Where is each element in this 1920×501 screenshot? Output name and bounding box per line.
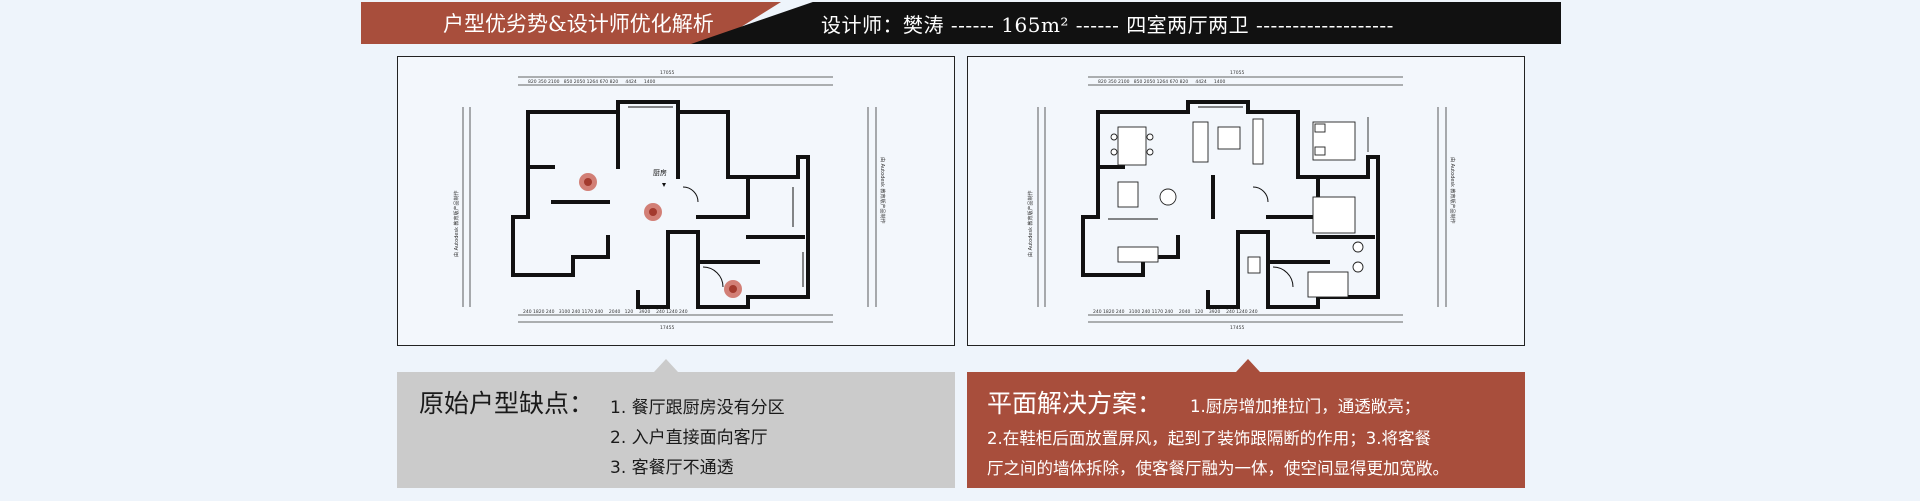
separator: -------------------	[1249, 13, 1394, 37]
header-right-block	[691, 2, 1561, 44]
dimension-bottom: 17455	[1230, 325, 1244, 331]
separator: ------	[1068, 13, 1127, 37]
defect-item: 1. 餐厅跟厨房没有分区	[610, 398, 785, 418]
problem-markers	[579, 173, 742, 298]
svg-text:由 Autodesk 教育版产品制作: 由 Autodesk 教育版产品制作	[879, 157, 886, 224]
autodesk-stamp: 由 Autodesk 教育版产品制作	[453, 190, 460, 257]
original-defects-title: 原始户型缺点：	[419, 389, 595, 418]
svg-text:240 1820 240 3100 240 1170 2: 240 1820 240 3100 240 1170 240 2040 120 …	[523, 309, 688, 315]
dimension-bottom: 17455	[660, 325, 674, 331]
solution-item: 2.在鞋柜后面放置屏风，起到了装饰跟隔断的作用；3.将客餐	[987, 429, 1431, 448]
svg-text:820 350 2100 850 2050 1264 6: 820 350 2100 850 2050 1264 670 820 4424 …	[1098, 79, 1226, 85]
optimized-floor-plan: 17055 17455 820 350 2100 850 2050 1264 6…	[967, 56, 1525, 346]
svg-text:由 Autodesk 教育版产品制作: 由 Autodesk 教育版产品制作	[1449, 157, 1456, 224]
callout-pointer	[654, 359, 678, 372]
separator: ------	[944, 13, 1002, 37]
header-title: 户型优劣势&设计师优化解析	[443, 12, 714, 36]
solution-item: 1.厨房增加推拉门，通透敞亮；	[1190, 397, 1421, 416]
solution-box: 平面解决方案： 1.厨房增加推拉门，通透敞亮； 2.在鞋柜后面放置屏风，起到了装…	[967, 359, 1525, 488]
defect-item: 3. 客餐厅不通透	[610, 458, 734, 478]
original-defects-box: 原始户型缺点： 1. 餐厅跟厨房没有分区 2. 入户直接面向客厅 3. 客餐厅不…	[397, 359, 955, 488]
dimension-top: 17055	[660, 70, 674, 76]
optimized-plan-drawing: 17055 17455 820 350 2100 850 2050 1264 6…	[1027, 70, 1456, 331]
solution-item: 厅之间的墙体拆除，使客餐厅融为一体，使空间显得更加宽敞。	[987, 459, 1449, 478]
svg-text:240 1820 240 3100 240 1170 2: 240 1820 240 3100 240 1170 240 2040 120 …	[1093, 309, 1258, 315]
autodesk-stamp: 由 Autodesk 教育版产品制作	[1027, 190, 1034, 257]
solution-title: 平面解决方案：	[987, 389, 1163, 418]
header-left-block	[361, 2, 781, 44]
original-floor-plan: 17055 17455 820 350 2100 850 2050 1264 6…	[397, 56, 955, 346]
layout-type: 四室两厅两卫	[1126, 13, 1250, 37]
callout-pointer	[1236, 359, 1260, 372]
room-label-kitchen: 厨房	[653, 168, 667, 177]
header-designer-info: 设计师：樊涛 ------ 165m² ------ 四室两厅两卫 ------…	[821, 9, 1394, 38]
header-banner: 户型优劣势&设计师优化解析 设计师：樊涛 ------ 165m² ------…	[361, 2, 1561, 44]
furniture-layout	[1110, 117, 1369, 298]
original-plan-drawing: 17055 17455 820 350 2100 850 2050 1264 6…	[453, 70, 886, 331]
defect-item: 2. 入户直接面向客厅	[610, 428, 768, 448]
svg-text:820 350 2100 850 2050 1264 6: 820 350 2100 850 2050 1264 670 820 4424 …	[528, 79, 656, 85]
designer-label: 设计师：樊涛	[821, 13, 944, 37]
dimension-top: 17055	[1230, 70, 1244, 76]
area-value: 165m²	[1001, 13, 1069, 37]
